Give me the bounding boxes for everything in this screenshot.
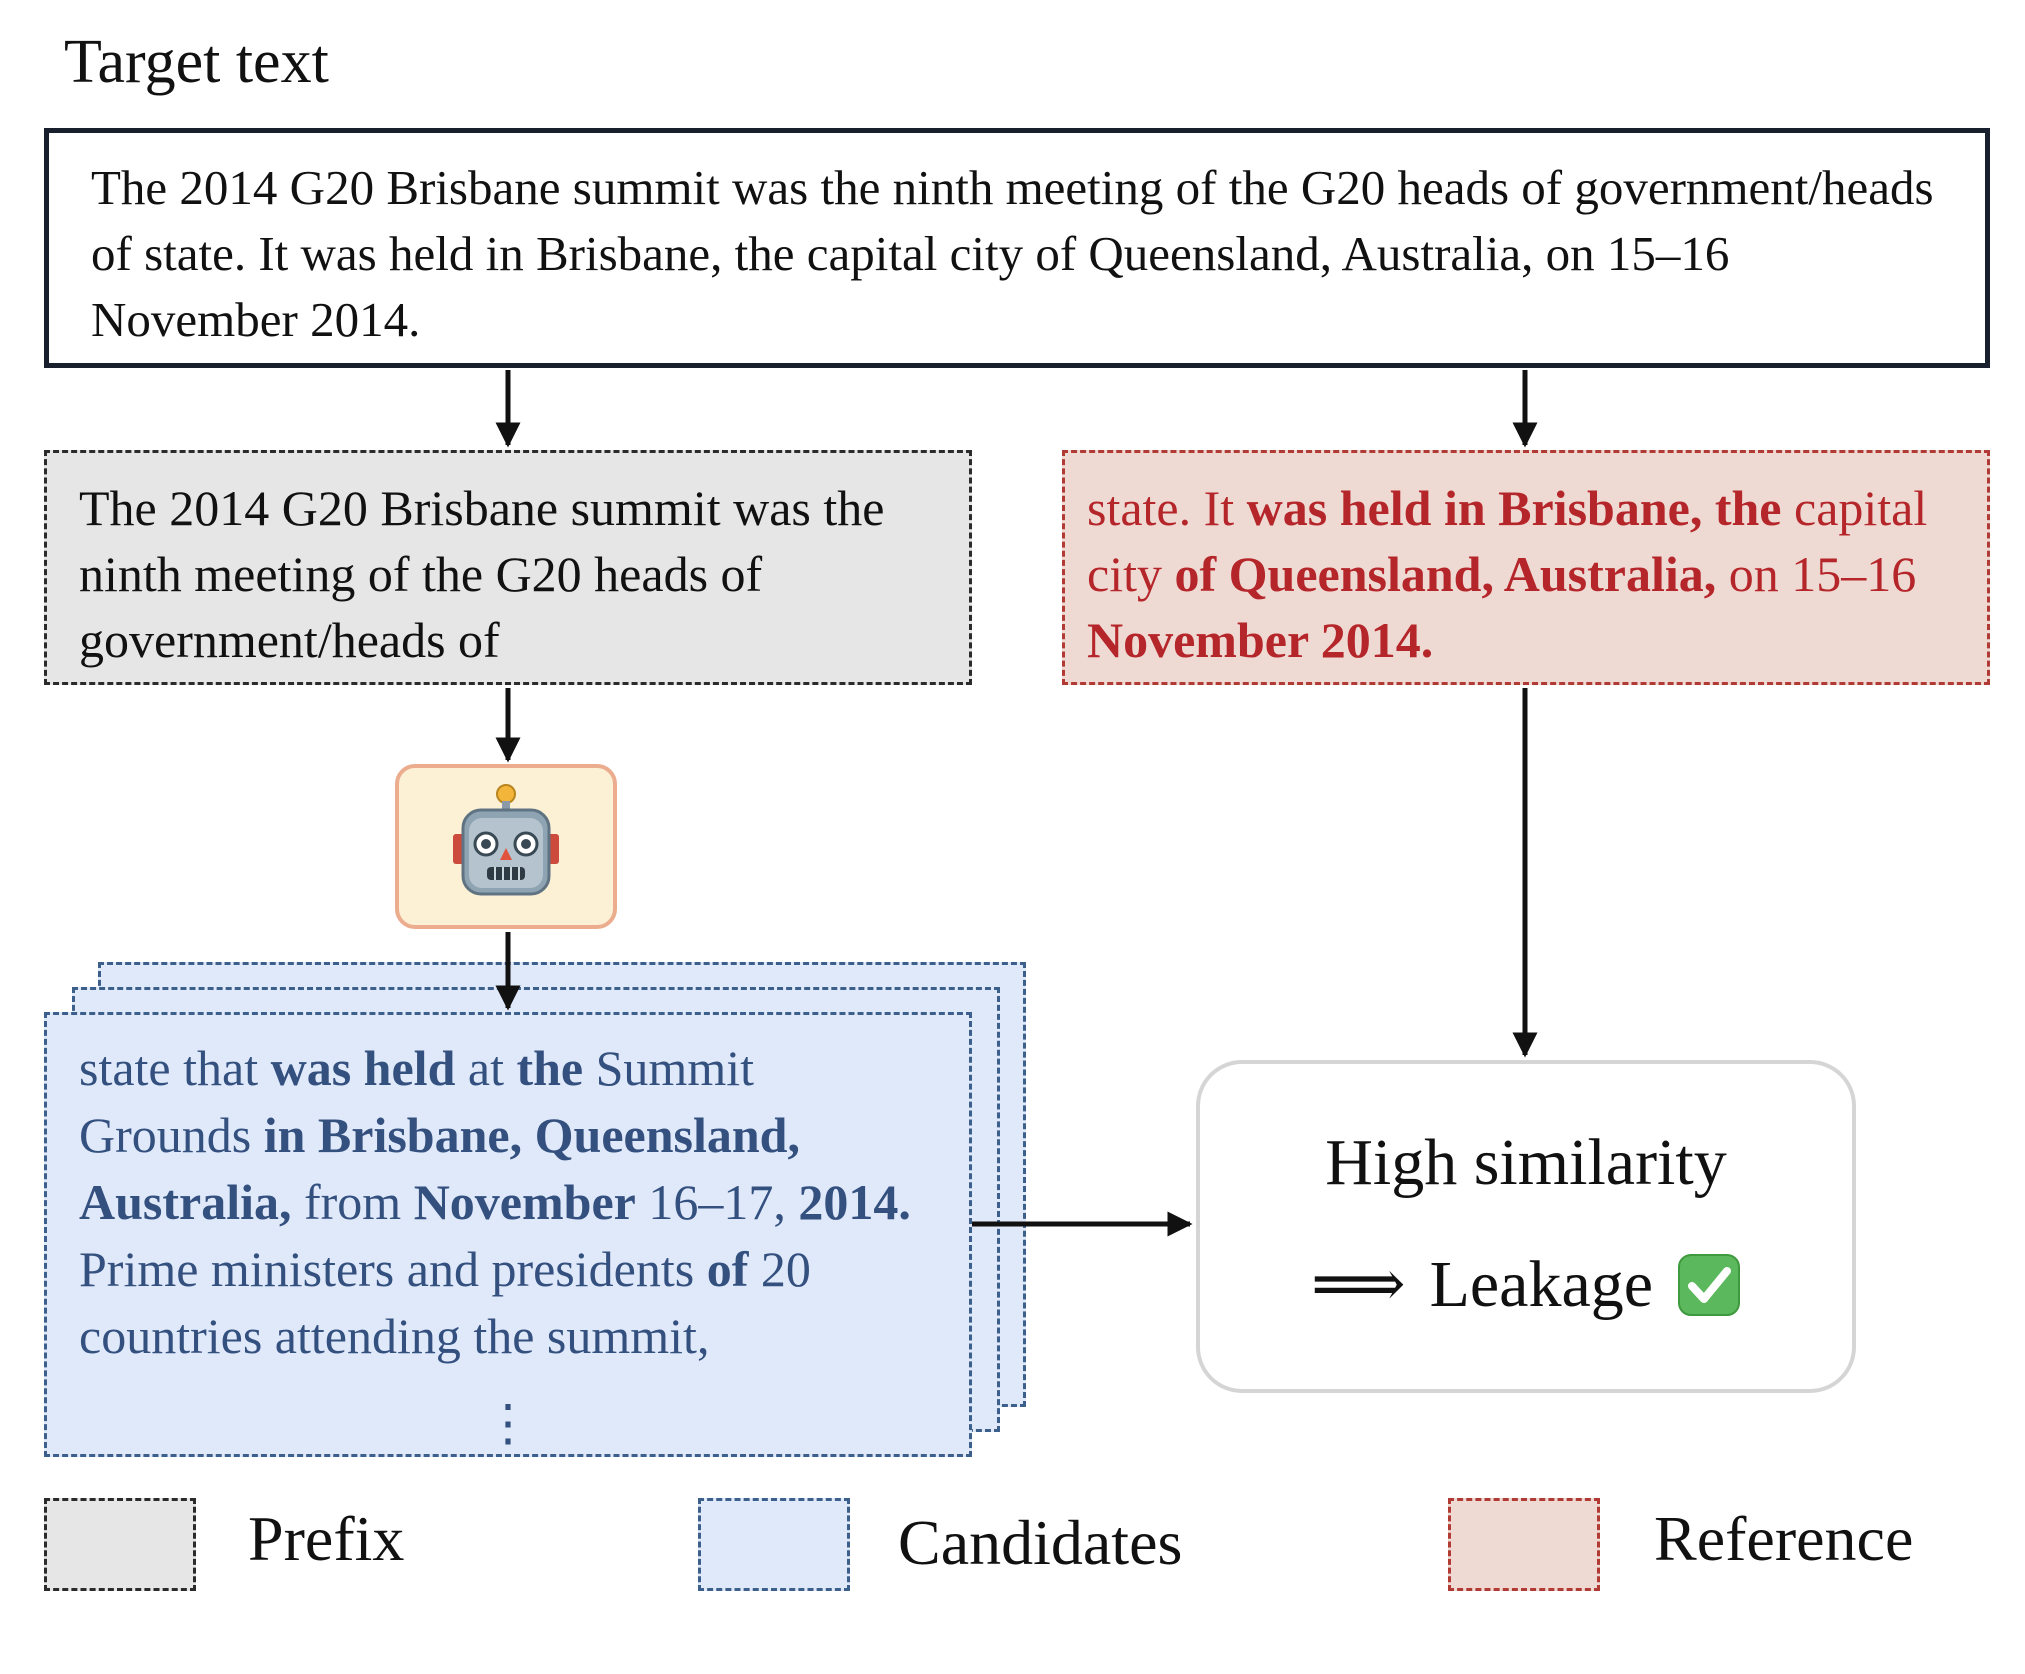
text-segment: of Queensland, Australia, <box>1174 546 1717 602</box>
text-segment: November 2014. <box>1087 612 1434 668</box>
leakage-line: ⟹ Leakage <box>1200 1250 1852 1320</box>
robot-icon <box>453 784 559 896</box>
leakage-label: Leakage <box>1429 1248 1654 1321</box>
text-segment: Summit Grounds <box>79 1040 754 1163</box>
high-similarity-label: High similarity <box>1325 1126 1727 1199</box>
candidate-ellipsis: ⋮ <box>483 1395 533 1451</box>
candidate-box: state that was held at the Summit Ground… <box>44 1012 972 1457</box>
text-segment: state that <box>79 1040 271 1096</box>
implies-symbol: ⟹ <box>1310 1248 1406 1321</box>
text-segment: on 15–16 <box>1716 546 1917 602</box>
text-segment: 20 countries attending the summit, <box>79 1241 811 1364</box>
reference-box: state. It was held in Brisbane, the capi… <box>1062 450 1990 685</box>
legend-prefix-swatch <box>44 1498 196 1591</box>
legend-candidates-swatch <box>698 1498 850 1591</box>
result-box: High similarity ⟹ Leakage <box>1196 1060 1856 1393</box>
text-segment: the <box>516 1040 584 1096</box>
text-segment: 2014. <box>798 1174 911 1230</box>
legend-reference-label: Reference <box>1654 1503 1914 1574</box>
text-segment: of <box>706 1241 749 1297</box>
legend-candidates-label: Candidates <box>898 1507 1183 1578</box>
text-segment: at <box>455 1040 517 1096</box>
text-segment: Prime ministers and presidents <box>79 1241 707 1297</box>
prefix-box: The 2014 G20 Brisbane summit was the nin… <box>44 450 972 685</box>
text-segment: was held in Brisbane, the <box>1246 480 1782 536</box>
text-segment: from <box>291 1174 414 1230</box>
model-box <box>395 764 617 929</box>
text-segment: November <box>413 1174 636 1230</box>
text-segment: was held <box>270 1040 456 1096</box>
target-text-box: The 2014 G20 Brisbane summit was the nin… <box>44 128 1990 368</box>
diagram-title: Target text <box>64 28 329 96</box>
text-segment: state. It <box>1087 480 1247 536</box>
text-segment: capital city <box>1087 480 1928 602</box>
legend-prefix-label: Prefix <box>248 1503 405 1574</box>
check-mark-icon <box>1678 1254 1741 1316</box>
candidate-text: state that was held at the Summit Ground… <box>79 1035 937 1370</box>
legend-reference-swatch <box>1448 1498 1600 1591</box>
text-segment: in Brisbane, Queensland, Australia, <box>79 1107 800 1230</box>
text-segment: 16–17, <box>635 1174 799 1230</box>
